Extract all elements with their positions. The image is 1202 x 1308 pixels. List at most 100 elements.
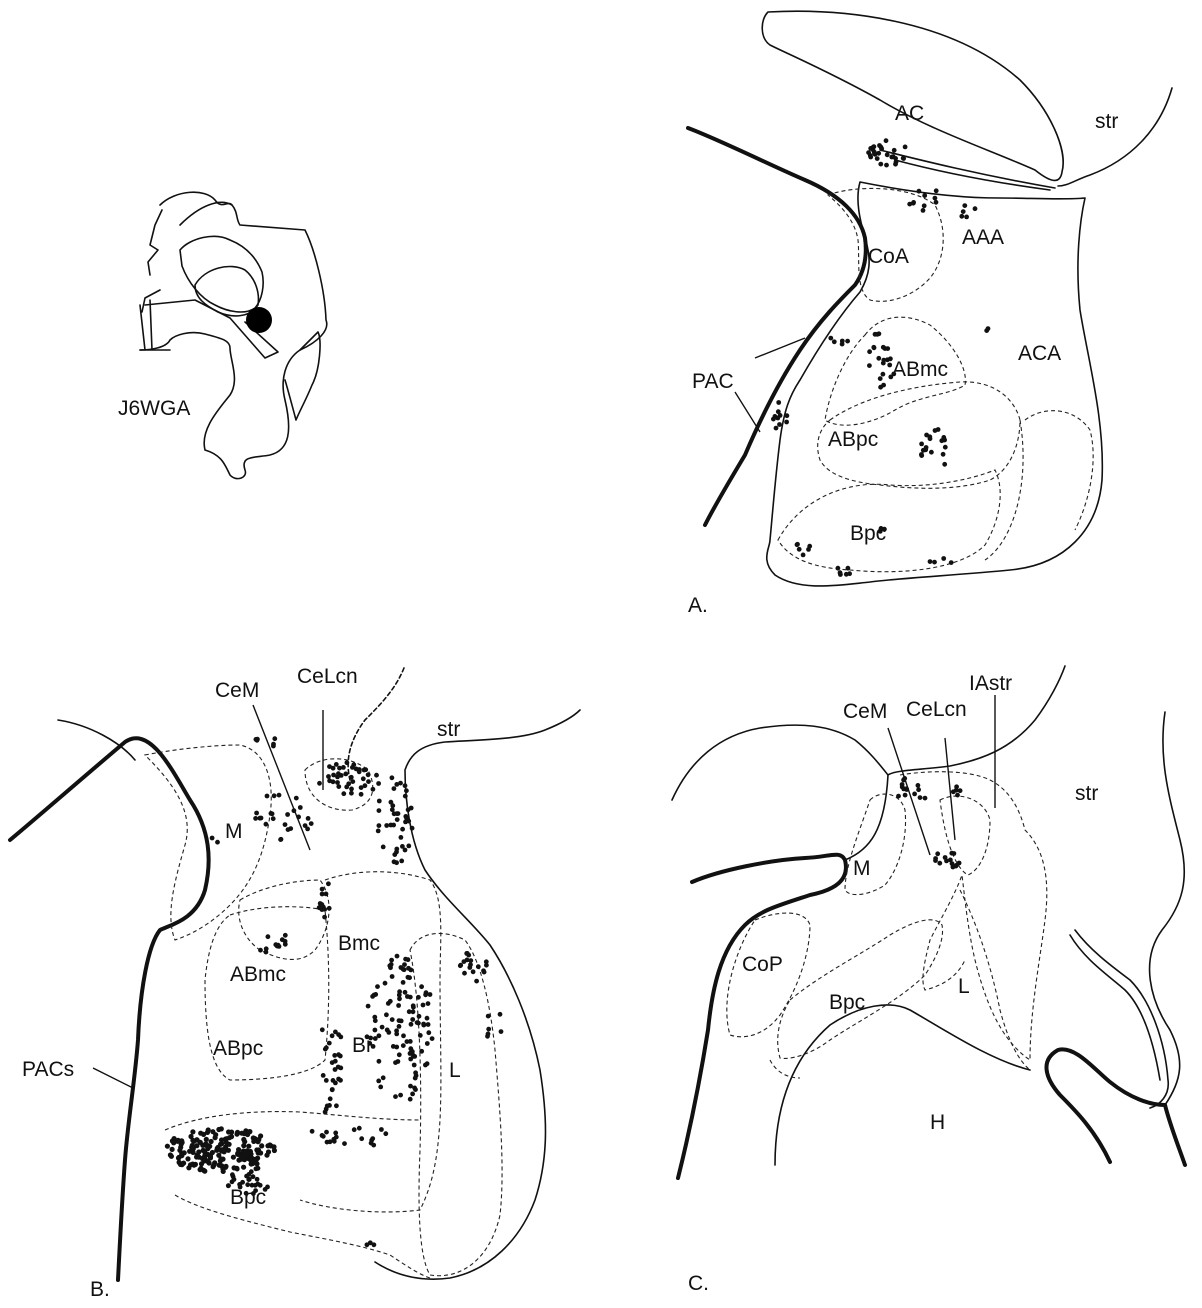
inset-schematic: J6WGA [118, 192, 327, 478]
labeled-cell [320, 907, 325, 912]
labeled-cell [380, 1025, 385, 1030]
labeled-cell [324, 1078, 329, 1083]
labeled-cell [904, 786, 909, 791]
labeled-cell [246, 1144, 251, 1149]
labeled-cell [349, 791, 354, 796]
labeled-cell [383, 981, 388, 986]
labeled-cell [199, 1161, 204, 1166]
labeled-cell [398, 1093, 403, 1098]
inset-right-wing [285, 332, 320, 420]
labeled-cell [231, 1155, 236, 1160]
labeled-cell [326, 881, 331, 886]
labeled-cell [421, 1003, 426, 1008]
labeled-cell [421, 1023, 426, 1028]
labeled-cell [303, 823, 308, 828]
label-abpc-b: ABpc [213, 1037, 263, 1060]
labeled-cell [923, 796, 928, 801]
labeled-cell [376, 781, 381, 786]
labeled-cell [872, 151, 877, 156]
labeled-cell [376, 829, 381, 834]
labeled-cell [845, 339, 850, 344]
labeled-cell [296, 815, 301, 820]
pac-leader-2 [735, 392, 760, 432]
labeled-cell [386, 1030, 391, 1035]
labeled-cell [369, 1138, 374, 1143]
labeled-cell [928, 436, 933, 441]
labeled-cell [474, 979, 479, 984]
labeled-cell [251, 1191, 256, 1196]
l-boundary [410, 933, 502, 1275]
inset-left-fringe [142, 210, 162, 312]
label-coa: CoA [868, 245, 909, 268]
labeled-cell [395, 954, 400, 959]
labeled-cell [226, 1148, 231, 1153]
labeled-cell [426, 1001, 431, 1006]
labeled-cell [332, 1053, 337, 1058]
labeled-cell [406, 966, 411, 971]
labeled-cell [216, 1127, 221, 1132]
labeled-cell [368, 1036, 373, 1041]
label-bpc-b: Bpc [230, 1186, 266, 1209]
labeled-cell [471, 969, 476, 974]
panel-letter-a: A. [688, 594, 708, 617]
labeled-cell [887, 363, 892, 368]
labeled-cell [388, 999, 393, 1004]
labeled-cell [916, 787, 921, 792]
labeled-cell [253, 1183, 258, 1188]
labeled-cell [246, 1177, 251, 1182]
b-left-cortex [58, 720, 135, 760]
labeled-cell [806, 547, 811, 552]
labeled-cell [246, 1129, 251, 1134]
labeled-cell [484, 963, 489, 968]
labeled-cell [797, 547, 802, 552]
labeled-cell [844, 572, 849, 577]
c-lateral-ventricle-wall [1150, 712, 1185, 1105]
labeled-cell [320, 1027, 325, 1032]
labeled-cell [395, 817, 400, 822]
labeled-cell [266, 934, 271, 939]
labeled-cell [379, 1127, 384, 1132]
labeled-cell [292, 808, 297, 813]
labeled-cell [278, 837, 283, 842]
case-label: J6WGA [118, 397, 190, 420]
labeled-cell [254, 1166, 259, 1171]
labeled-cell [933, 858, 938, 863]
labeled-cell [352, 1127, 357, 1132]
labeled-cell [962, 203, 967, 208]
labeled-cell [323, 1110, 328, 1115]
labeled-cell [406, 844, 411, 849]
labeled-cell [923, 447, 928, 452]
labeled-cell [871, 345, 876, 350]
labeled-cell [401, 1043, 406, 1048]
label-cop: CoP [742, 953, 783, 976]
labeled-cell [394, 1045, 399, 1050]
label-str: str [1095, 110, 1118, 133]
labeled-cell [349, 775, 354, 780]
labeled-cell [949, 560, 954, 565]
labeled-cell [413, 1070, 418, 1075]
labeled-cell [392, 852, 397, 857]
labeled-cell [265, 794, 270, 799]
labeled-cell [346, 781, 351, 786]
label-bmc-b: Bmc [338, 932, 380, 955]
labeled-cell [366, 1004, 371, 1009]
labeled-cell [245, 1182, 250, 1187]
labeled-cell [399, 859, 404, 864]
labeled-cell [412, 1054, 417, 1059]
c-right-pial [1046, 1049, 1185, 1165]
labeled-cell [476, 964, 481, 969]
label-m-b: M [225, 820, 243, 843]
labeled-cell [210, 1129, 215, 1134]
bpc-boundary-c [778, 920, 943, 1059]
labeled-cell [417, 1014, 422, 1019]
labeled-cell [919, 452, 924, 457]
labeled-cell [403, 957, 408, 962]
labeled-cell [401, 1033, 406, 1038]
labeled-cell [840, 342, 845, 347]
labeled-cell [964, 215, 969, 220]
cem-leader-b [253, 705, 310, 850]
panel-letter-c: C. [688, 1272, 709, 1295]
labeled-cell [777, 422, 782, 427]
label-aca: ACA [1018, 342, 1061, 365]
labeled-cell [366, 779, 371, 784]
